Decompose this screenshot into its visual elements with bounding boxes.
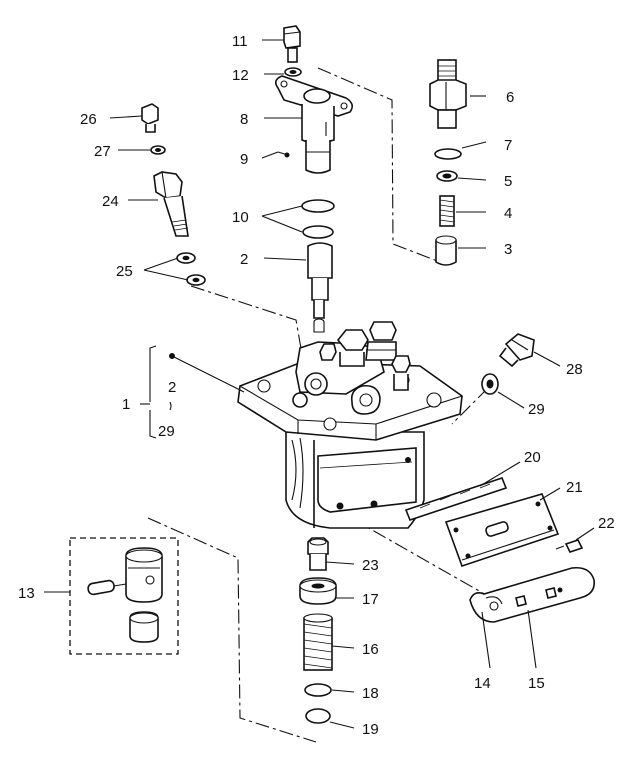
part-14-15-cover-plate-assembly [469, 566, 596, 623]
callout-15: 15 [528, 675, 545, 692]
assembly-line-plunger [147, 517, 317, 743]
side-screws [515, 587, 557, 607]
callout-19: 19 [362, 721, 379, 738]
part-29-washer [481, 373, 499, 395]
callout-24: 24 [102, 193, 119, 210]
part-26-bolt [141, 103, 159, 133]
part-23-tappet-guide [307, 537, 329, 571]
callout-12: 12 [232, 67, 249, 84]
callout-29: 29 [528, 401, 545, 418]
callout-10: 10 [232, 209, 249, 226]
callout-16: 16 [362, 641, 379, 658]
callout-1-item-2: 2 [168, 379, 176, 396]
part-18-spring-lower-seat [304, 683, 332, 697]
callout-1: 1 [122, 396, 130, 413]
callout-20: 20 [524, 449, 541, 466]
part-16-plunger-spring [303, 613, 333, 671]
callout-5: 5 [504, 173, 512, 190]
callout-6: 6 [506, 89, 514, 106]
injection-pump-body [237, 321, 463, 529]
callout-labels: 11 12 8 9 10 2 6 7 5 4 3 26 27 24 25 1 2… [18, 33, 615, 738]
part-24-inlet-fitting [153, 171, 189, 237]
callout-23: 23 [362, 557, 379, 574]
callout-3: 3 [504, 241, 512, 258]
callout-14: 14 [474, 675, 491, 692]
part-2-plunger-barrel [307, 242, 333, 333]
assembly-line-delivery-valve [317, 67, 441, 263]
part-25-washers [176, 252, 206, 286]
part-27-washer [150, 145, 166, 155]
callout-2: 2 [240, 251, 248, 268]
assembly-line-inlet-fitting [190, 285, 303, 355]
callout-9: 9 [240, 151, 248, 168]
part-5-valve-seat [436, 170, 458, 182]
callout-17: 17 [362, 591, 379, 608]
assembly-line-banjo-bolt [451, 387, 489, 425]
part-9-pin [277, 151, 290, 158]
part-11-bolt [283, 25, 301, 63]
part-21-cover-plate [444, 493, 560, 568]
part-8-holder [274, 75, 354, 174]
part-20-gasket-strip [404, 477, 508, 521]
part-12-washer [284, 67, 302, 77]
part-22-screw [555, 539, 584, 553]
part-28-banjo-bolt [498, 333, 535, 368]
callout-11: 11 [232, 33, 248, 50]
callout-28: 28 [566, 361, 583, 378]
kit-1-bracket [140, 345, 245, 439]
callout-4: 4 [504, 205, 512, 222]
callout-18: 18 [362, 685, 379, 702]
callout-7: 7 [504, 137, 512, 154]
callout-1-item-29: 29 [158, 423, 175, 440]
part-3-valve-stopper [435, 235, 457, 266]
part-10-o-rings [301, 199, 335, 239]
callout-13: 13 [18, 585, 35, 602]
callout-25: 25 [116, 263, 133, 280]
part-7-gasket [434, 148, 462, 160]
part-13-tappet-group [69, 537, 179, 655]
callout-8: 8 [240, 111, 248, 128]
callout-22: 22 [598, 515, 615, 532]
part-4-spring [439, 195, 455, 227]
part-17-spring-seat [299, 577, 337, 605]
part-19-shim [305, 708, 331, 724]
callout-26: 26 [80, 111, 97, 128]
part-6-delivery-valve-holder [429, 59, 467, 129]
callout-27: 27 [94, 143, 111, 160]
leader-lines [44, 39, 595, 729]
callout-21: 21 [566, 479, 583, 496]
